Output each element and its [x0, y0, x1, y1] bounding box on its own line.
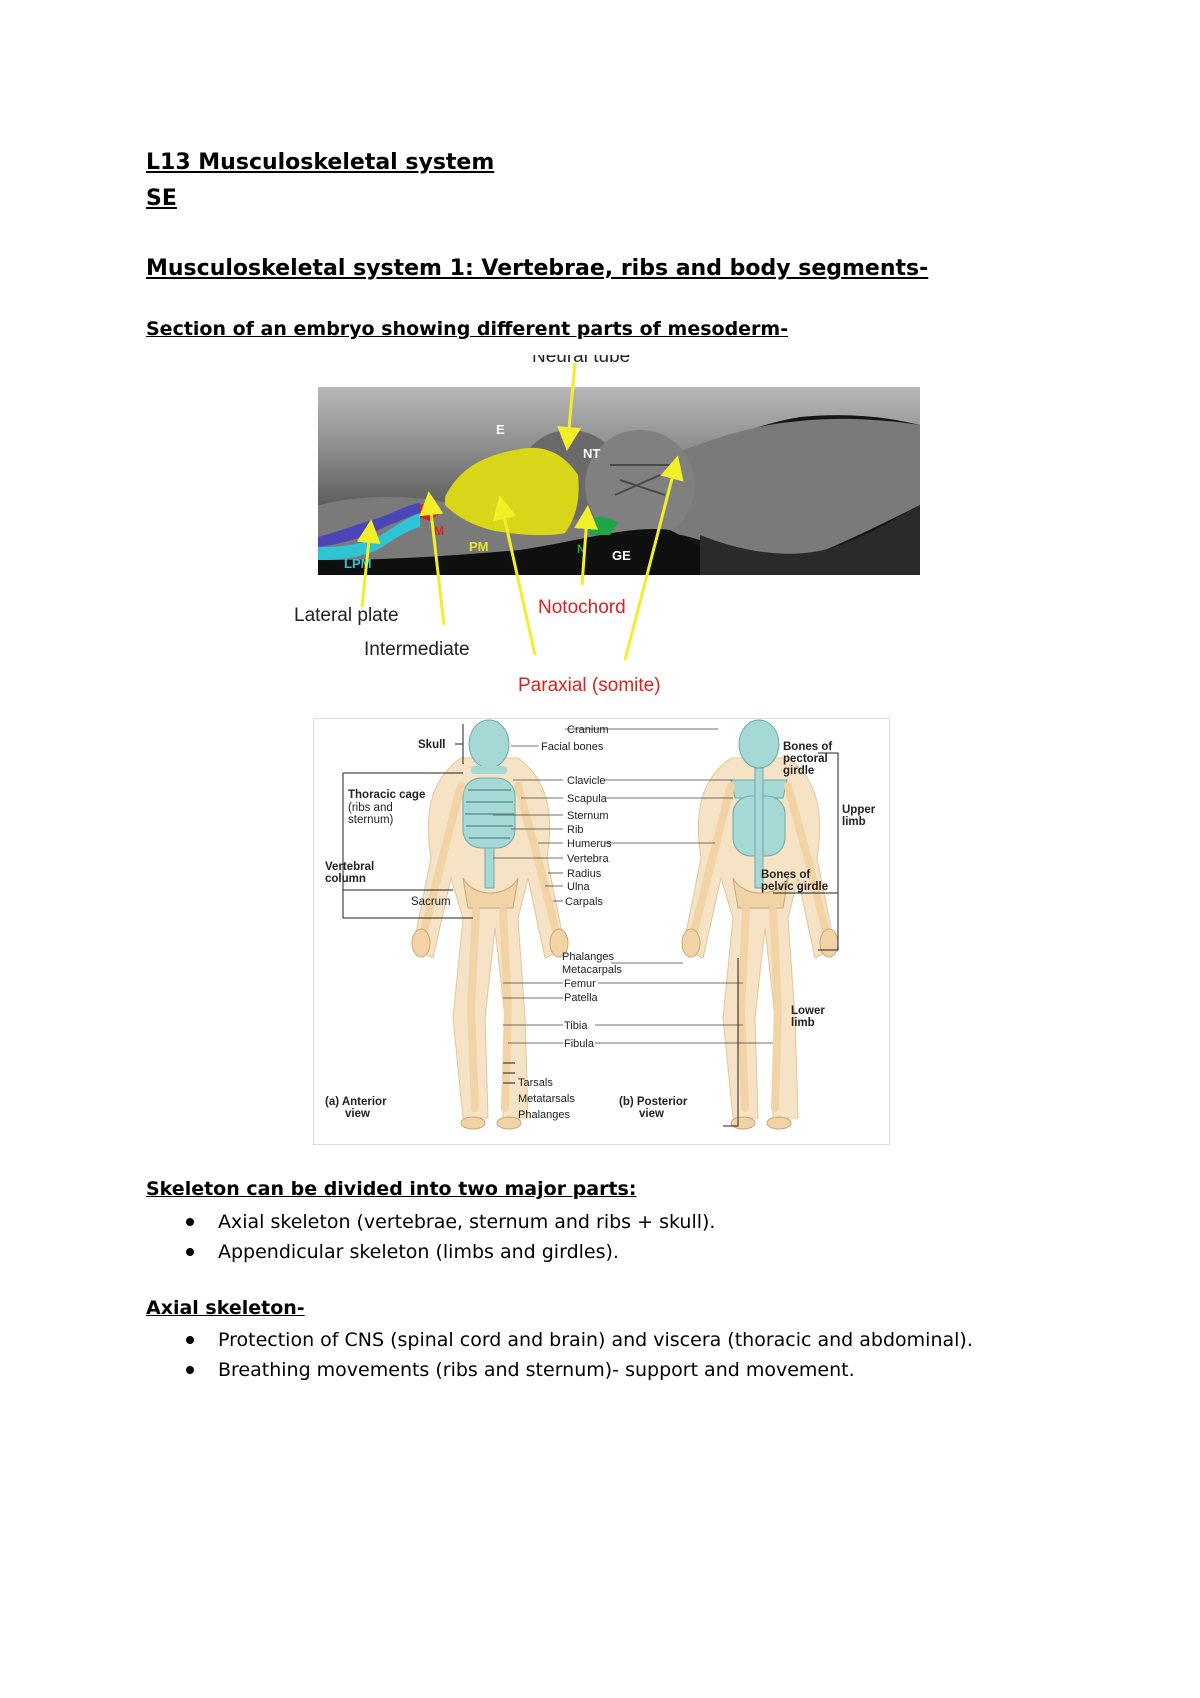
skeleton-view-labels: (a) Anterior view (b) Posterior view — [325, 1096, 688, 1120]
label-vertebra: Vertebra — [567, 853, 609, 865]
list-item: Axial skeleton (vertebrae, sternum and r… — [146, 1207, 715, 1237]
skeleton-leader-lines — [493, 728, 773, 1044]
label-sternum: Sternum — [567, 810, 609, 822]
label-metatarsals: Metatarsals — [518, 1093, 575, 1105]
label-lower-limb-1: Lower — [791, 1005, 825, 1017]
paraxial-label: Paraxial (somite) — [518, 675, 661, 696]
label-phalanges-hand: Phalanges — [562, 951, 614, 963]
label-scapula: Scapula — [567, 793, 608, 805]
intermediate-label: Intermediate — [364, 639, 470, 660]
label-sacrum: Sacrum — [411, 896, 451, 908]
list-item-text: Appendicular skeleton (limbs and girdles… — [218, 1241, 619, 1263]
label-pm: PM — [469, 539, 489, 554]
label-lower-limb-2: limb — [791, 1017, 815, 1029]
posterior-skeleton-drawing — [681, 719, 839, 1130]
label-upper-limb-1: Upper — [842, 804, 876, 816]
label-skull: Skull — [418, 739, 445, 751]
bullet-icon — [186, 1336, 194, 1344]
label-vertebral-1: Vertebral — [325, 861, 374, 873]
embryo-overlay-labels: E NT M PM N GE LPM — [344, 422, 631, 571]
embryo-callout-labels: Neural tube Lateral plate Intermediate N… — [294, 355, 661, 696]
skeleton-parts-list: Axial skeleton (vertebrae, sternum and r… — [146, 1207, 715, 1267]
label-anterior-1: (a) Anterior — [325, 1096, 387, 1108]
label-pelvic-2: pelvic girdle — [761, 881, 828, 893]
axial-skeleton-heading: Axial skeleton- — [146, 1297, 305, 1319]
list-item: Protection of CNS (spinal cord and brain… — [146, 1325, 973, 1355]
label-pelvic-1: Bones of — [761, 869, 810, 881]
list-item-text: Protection of CNS (spinal cord and brain… — [218, 1329, 973, 1351]
list-item: Appendicular skeleton (limbs and girdles… — [146, 1237, 715, 1267]
label-carpals: Carpals — [565, 896, 603, 908]
bullet-icon — [186, 1366, 194, 1374]
label-humerus: Humerus — [567, 838, 612, 850]
skeleton-right-labels: Bones of pectoral girdle Upper limb Bone… — [761, 741, 876, 1029]
label-phalanges-foot: Phalanges — [518, 1109, 570, 1121]
label-ge: GE — [612, 548, 631, 563]
label-metacarpals: Metacarpals — [562, 964, 622, 976]
neural-tube-label: Neural tube — [532, 355, 630, 367]
label-tibia: Tibia — [564, 1020, 588, 1032]
notochord-label: Notochord — [538, 597, 626, 618]
label-patella: Patella — [564, 992, 599, 1004]
list-item: Breathing movements (ribs and sternum)- … — [146, 1355, 973, 1385]
label-facial-bones: Facial bones — [541, 741, 604, 753]
embryo-photo — [318, 387, 920, 575]
label-upper-limb-2: limb — [842, 816, 866, 828]
skeleton-bracket-lines — [342, 724, 839, 1127]
list-item-text: Breathing movements (ribs and sternum)- … — [218, 1359, 855, 1381]
label-thoracic-note-2: sternum) — [348, 814, 394, 826]
label-thoracic-cage: Thoracic cage — [348, 789, 425, 801]
list-item-text: Axial skeleton (vertebrae, sternum and r… — [218, 1211, 716, 1233]
label-pectoral-1: Bones of — [783, 741, 832, 753]
skeleton-left-labels: Skull Thoracic cage (ribs and sternum) V… — [325, 739, 451, 908]
document-subtitle: SE — [146, 186, 177, 211]
skeleton-figure: Skull Thoracic cage (ribs and sternum) V… — [313, 718, 890, 1145]
skeleton-parts-heading: Skeleton can be divided into two major p… — [146, 1178, 637, 1200]
label-vertebral-2: column — [325, 873, 366, 885]
label-n: N — [577, 542, 586, 556]
embryo-arrows — [356, 362, 684, 661]
label-cranium: Cranium — [567, 724, 609, 736]
skeleton-center-labels: Cranium Facial bones Clavicle Scapula St… — [518, 724, 622, 1121]
label-fibula: Fibula — [564, 1038, 595, 1050]
anterior-skeleton-drawing — [411, 719, 569, 1130]
document-title: L13 Musculoskeletal system — [146, 150, 495, 175]
label-radius: Radius — [567, 868, 602, 880]
embryo-section-figure: E NT M PM N GE LPM Neural tube Lateral p… — [294, 355, 920, 696]
label-tarsals: Tarsals — [518, 1077, 553, 1089]
label-rib: Rib — [567, 824, 584, 836]
label-thoracic-note-1: (ribs and — [348, 802, 393, 814]
label-ulna: Ulna — [567, 881, 591, 893]
label-nt: NT — [583, 446, 600, 461]
label-femur: Femur — [564, 978, 596, 990]
lateral-plate-label: Lateral plate — [294, 605, 399, 626]
main-heading: Musculoskeletal system 1: Vertebrae, rib… — [146, 256, 929, 281]
label-anterior-2: view — [345, 1108, 370, 1120]
label-posterior-2: view — [639, 1108, 664, 1120]
label-e: E — [496, 422, 505, 437]
bullet-icon — [186, 1218, 194, 1226]
label-m: M — [434, 524, 444, 538]
label-clavicle: Clavicle — [567, 775, 606, 787]
label-pectoral-3: girdle — [783, 765, 814, 777]
label-lpm: LPM — [344, 556, 371, 571]
axial-skeleton-list: Protection of CNS (spinal cord and brain… — [146, 1325, 973, 1385]
section-heading: Section of an embryo showing different p… — [146, 318, 789, 340]
bullet-icon — [186, 1248, 194, 1256]
label-pectoral-2: pectoral — [783, 753, 828, 765]
label-posterior-1: (b) Posterior — [619, 1096, 688, 1108]
